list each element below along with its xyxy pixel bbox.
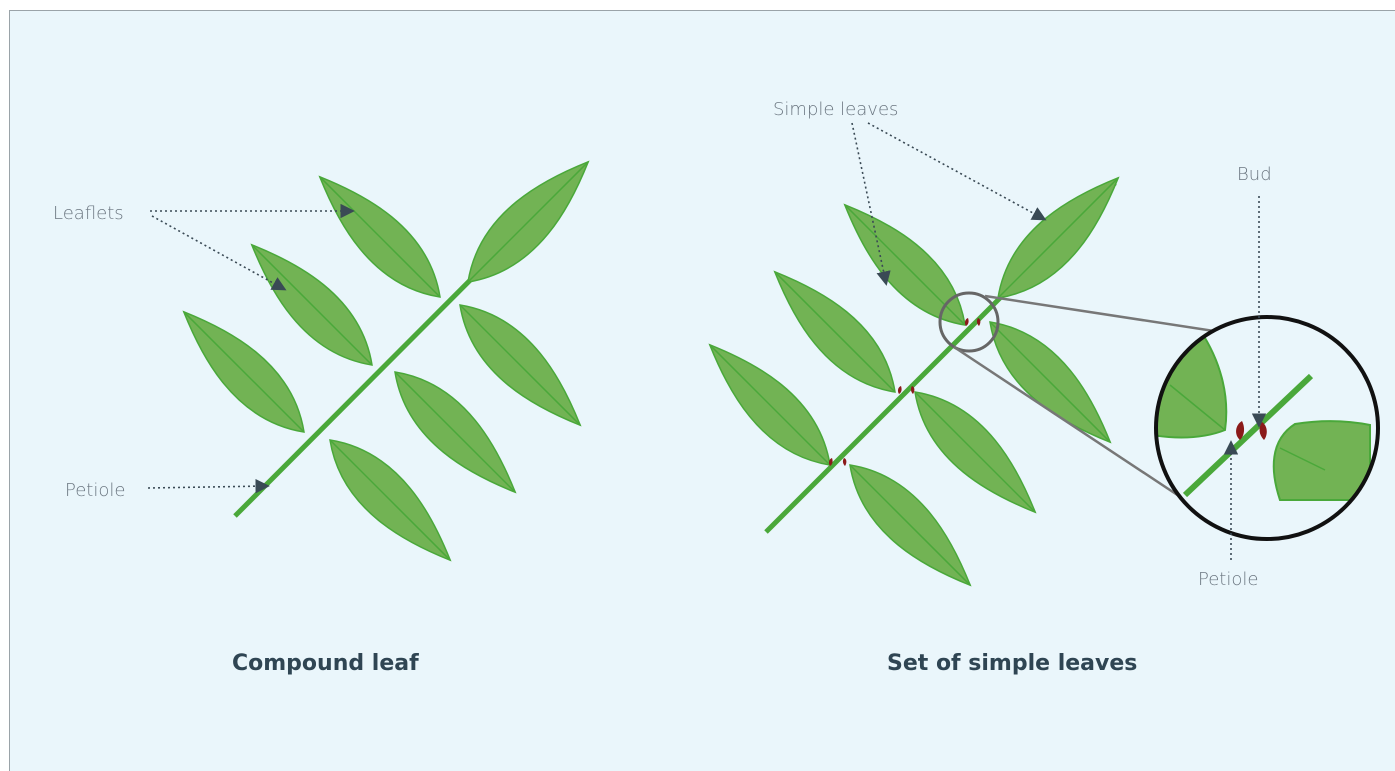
zoom-bud xyxy=(1236,421,1245,440)
simple-leaves-label: Simple leaves xyxy=(773,99,898,120)
terminal-leaflet xyxy=(450,144,606,300)
compound-leaf xyxy=(166,144,606,578)
leaflets-pointer xyxy=(151,215,287,291)
bud xyxy=(897,386,902,394)
leaflet xyxy=(312,422,468,578)
petiole-label: Petiole xyxy=(65,480,125,501)
simple-leaf xyxy=(980,160,1136,316)
simple-leaf xyxy=(692,327,848,483)
bud xyxy=(910,386,915,394)
bud xyxy=(828,458,833,466)
petiole-annotation: Petiole xyxy=(65,478,270,501)
bud xyxy=(976,318,981,326)
zoom-connector xyxy=(984,294,1241,337)
simple-leaves-caption: Set of simple leaves xyxy=(887,651,1137,676)
leaflet xyxy=(302,159,458,315)
zoom-leaf xyxy=(1272,420,1371,501)
leaflet xyxy=(442,287,598,443)
zoom-connector xyxy=(953,345,1186,502)
bud-label: Bud xyxy=(1237,164,1272,185)
simple-leaf xyxy=(972,304,1128,460)
simple-leaves-annotation: Simple leaves xyxy=(773,99,1047,286)
bud-annotation: Bud xyxy=(1237,164,1272,428)
leaflets-annotation: Leaflets xyxy=(53,203,355,291)
leaflet xyxy=(166,294,322,450)
simple-leaves xyxy=(692,160,1136,603)
compound-leaf-caption: Compound leaf xyxy=(232,651,419,676)
leaflet xyxy=(234,227,390,383)
bud xyxy=(964,318,969,326)
bud xyxy=(842,458,847,466)
zoom-source-circle xyxy=(938,291,1000,353)
petiole-zoom-label: Petiole xyxy=(1198,569,1258,590)
simple-leaf xyxy=(897,374,1053,530)
simple-leaf xyxy=(757,254,913,410)
simple-leaf xyxy=(832,447,988,603)
leaflet xyxy=(377,354,533,510)
zoom-circle-border xyxy=(1154,315,1380,541)
simple-leaves-pointer xyxy=(851,122,891,286)
petiole-zoom-annotation: Petiole xyxy=(1198,440,1258,590)
petiole-pointer xyxy=(147,478,270,494)
leaflets-label: Leaflets xyxy=(53,203,124,224)
simple-leaves-pointer xyxy=(867,122,1047,221)
magnifier xyxy=(938,291,1380,541)
